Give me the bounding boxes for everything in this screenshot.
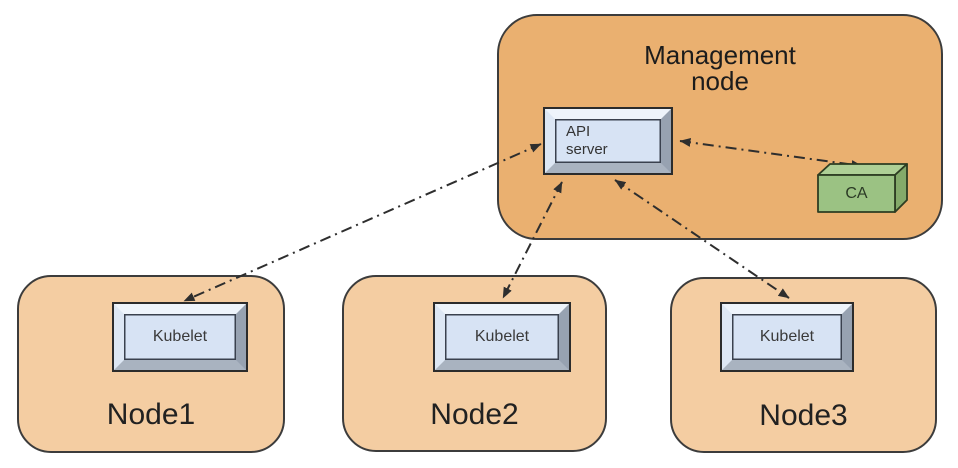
arrow-api-ca [679,137,863,170]
kubelet-face-node2: Kubelet [435,304,569,370]
api-server-face: API server [545,109,671,173]
node3-label: Node3 [759,399,848,432]
arrow-api-kubelet1 [183,143,542,302]
ca-label: CA [845,184,868,202]
kubelet-box-node1: Kubelet [112,302,248,372]
arrow-api-kubelet3 [614,179,790,299]
kubelet-face-node1: Kubelet [114,304,246,370]
kubelet-label-node2: Kubelet [474,328,530,345]
node2-label: Node2 [430,398,519,431]
kubelet-label-node3: Kubelet [759,328,815,345]
ca-cube [817,163,908,213]
api-server-label: API server [566,123,608,158]
node1-label: Node1 [106,398,196,431]
management-node-label: Management node [644,40,796,96]
kubelet-box-node3: Kubelet [720,302,854,372]
arrow-api-kubelet2 [502,181,563,299]
kubelet-face-node3: Kubelet [722,304,852,370]
kubelet-box-node2: Kubelet [433,302,571,372]
api-server-box: API server [543,107,673,175]
kubelet-label-node1: Kubelet [152,328,208,345]
